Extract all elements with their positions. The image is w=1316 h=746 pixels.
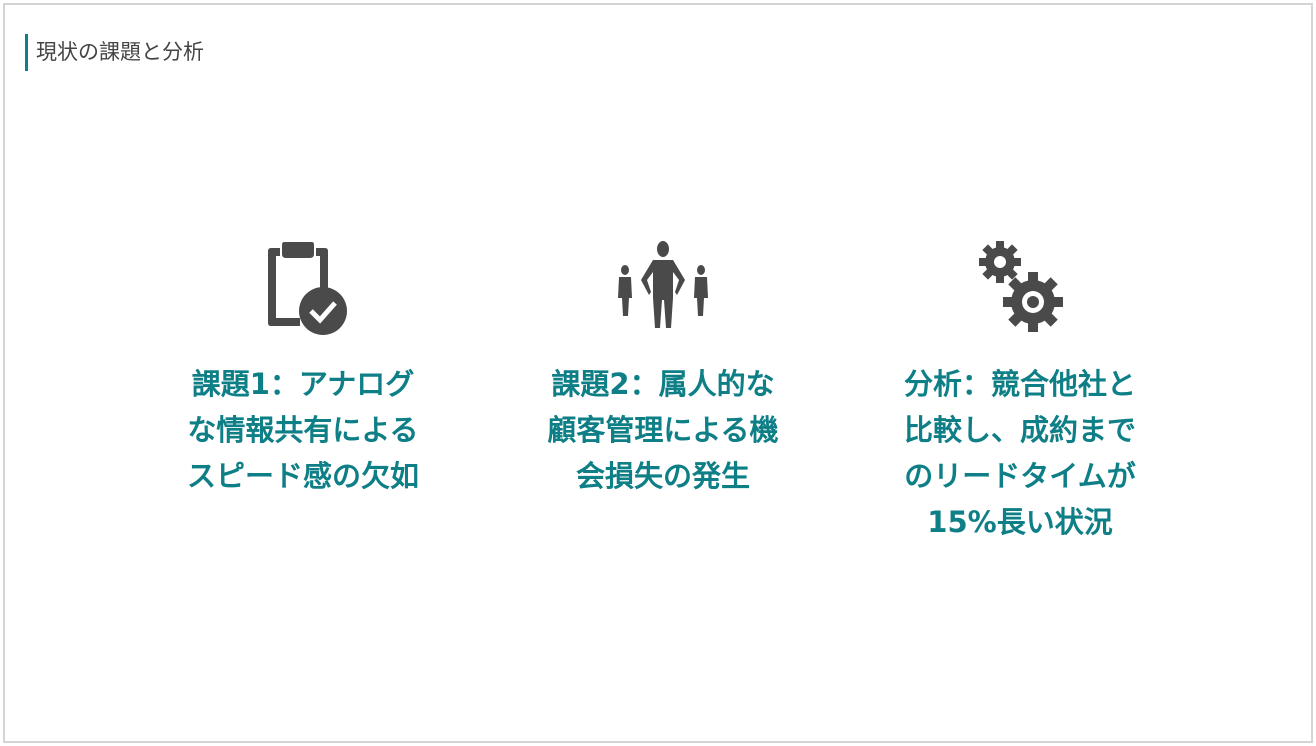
gears-icon <box>855 240 1185 335</box>
text-line: 課題1：アナログ <box>191 367 415 401</box>
text-line: のリードタイムが <box>904 459 1136 493</box>
text-line: 課題2：属人的な <box>551 367 775 401</box>
issue-1-card: 課題1：アナログ な情報共有による スピード感の欠如 <box>138 240 468 499</box>
text-line: な情報共有による <box>187 413 419 447</box>
text-line: 比較し、成約まで <box>903 413 1136 447</box>
clipboard-check-icon <box>138 240 468 335</box>
business-people-icon <box>498 240 828 335</box>
issue-2-card: 課題2：属人的な 顧客管理による機 会損失の発生 <box>498 240 828 499</box>
issue-1-text: 課題1：アナログ な情報共有による スピード感の欠如 <box>138 361 468 499</box>
slide-title: 現状の課題と分析 <box>36 40 204 64</box>
text-line: スピード感の欠如 <box>186 459 419 493</box>
issue-2-text: 課題2：属人的な 顧客管理による機 会損失の発生 <box>498 361 828 499</box>
title-accent-bar <box>25 34 28 71</box>
slide: 現状の課題と分析 課題1：アナログ な情報共有による スピード感の欠如 <box>3 3 1313 743</box>
text-line: 顧客管理による機 <box>547 413 779 447</box>
text-line: 15%長い状況 <box>927 505 1113 539</box>
analysis-card: 分析：競合他社と 比較し、成約まで のリードタイムが 15%長い状況 <box>855 240 1185 545</box>
analysis-text: 分析：競合他社と 比較し、成約まで のリードタイムが 15%長い状況 <box>855 361 1185 545</box>
text-line: 分析：競合他社と <box>903 367 1136 401</box>
text-line: 会損失の発生 <box>575 459 750 493</box>
